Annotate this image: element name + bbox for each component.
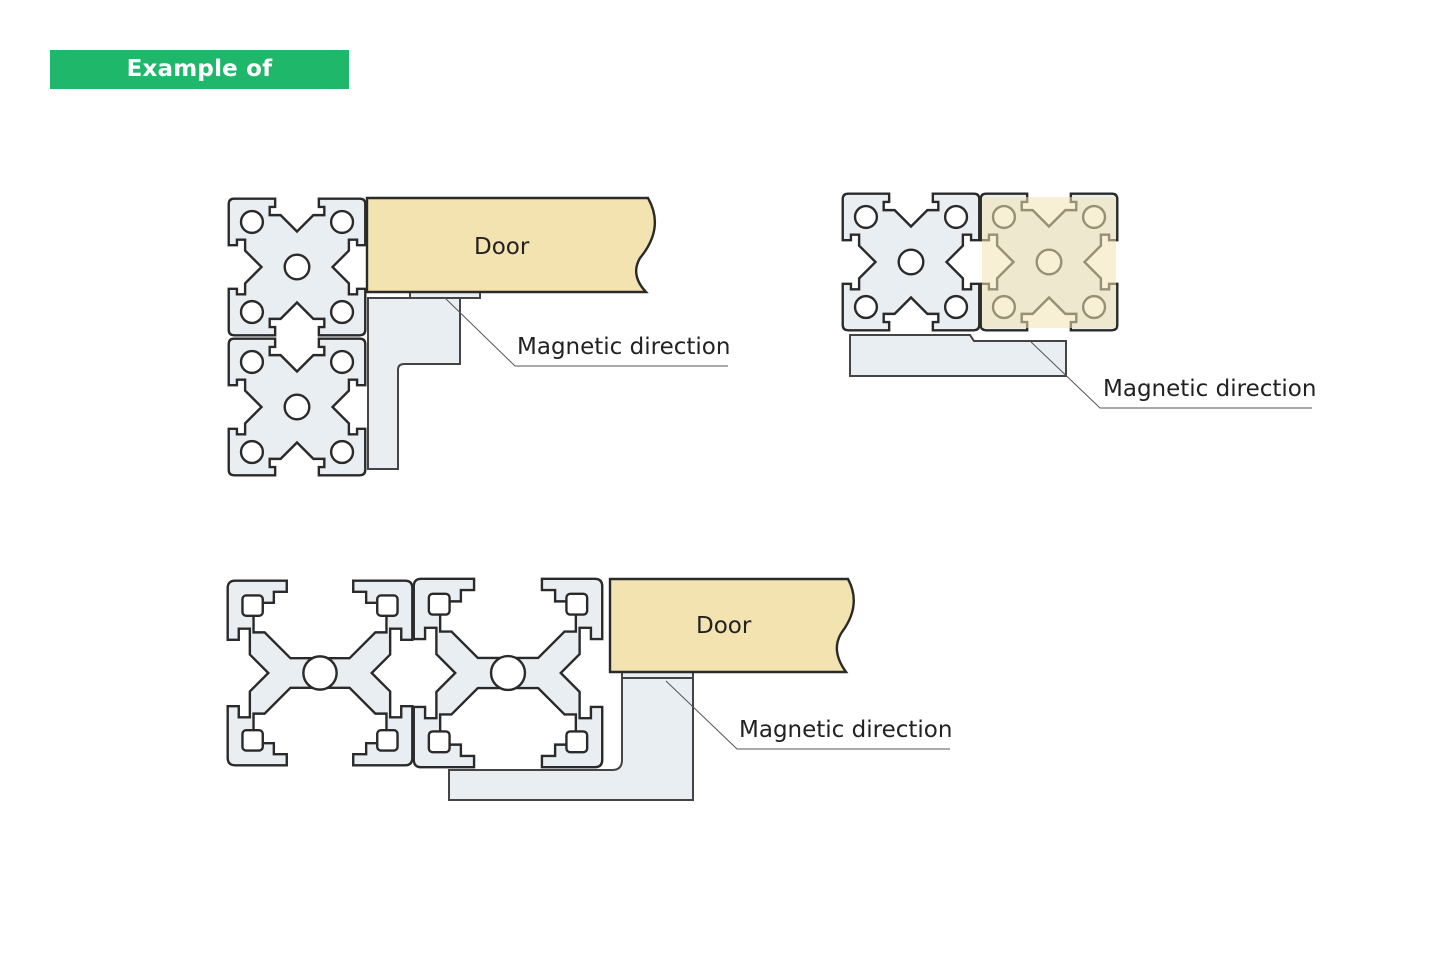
example-2: Magnetic direction <box>841 192 1316 409</box>
magnetic-direction-label: Magnetic direction <box>1103 376 1316 402</box>
door-panel <box>365 196 657 294</box>
magnet-bracket <box>367 297 461 470</box>
door-profile-highlight <box>982 197 1116 328</box>
aluminum-profile <box>227 337 367 477</box>
section-title-badge: Example of installation <box>50 50 349 121</box>
aluminum-profile <box>228 581 413 766</box>
example-1: Door Magnetic direction <box>227 196 730 477</box>
aluminum-profile <box>841 192 981 332</box>
magnet-bracket <box>448 677 694 801</box>
magnet-bracket <box>849 334 1067 377</box>
magnetic-direction-label: Magnetic direction <box>739 717 952 743</box>
door-panel <box>608 577 855 674</box>
leader-line <box>1029 340 1312 409</box>
magnetic-direction-label: Magnetic direction <box>517 334 730 360</box>
leader-line <box>444 297 728 367</box>
door-label: Door <box>696 613 752 639</box>
example-3: Door Magnetic direction <box>228 577 952 801</box>
door-label: Door <box>474 234 530 260</box>
aluminum-profile <box>414 579 602 767</box>
leader-line <box>665 680 950 750</box>
aluminum-profile <box>227 197 367 337</box>
